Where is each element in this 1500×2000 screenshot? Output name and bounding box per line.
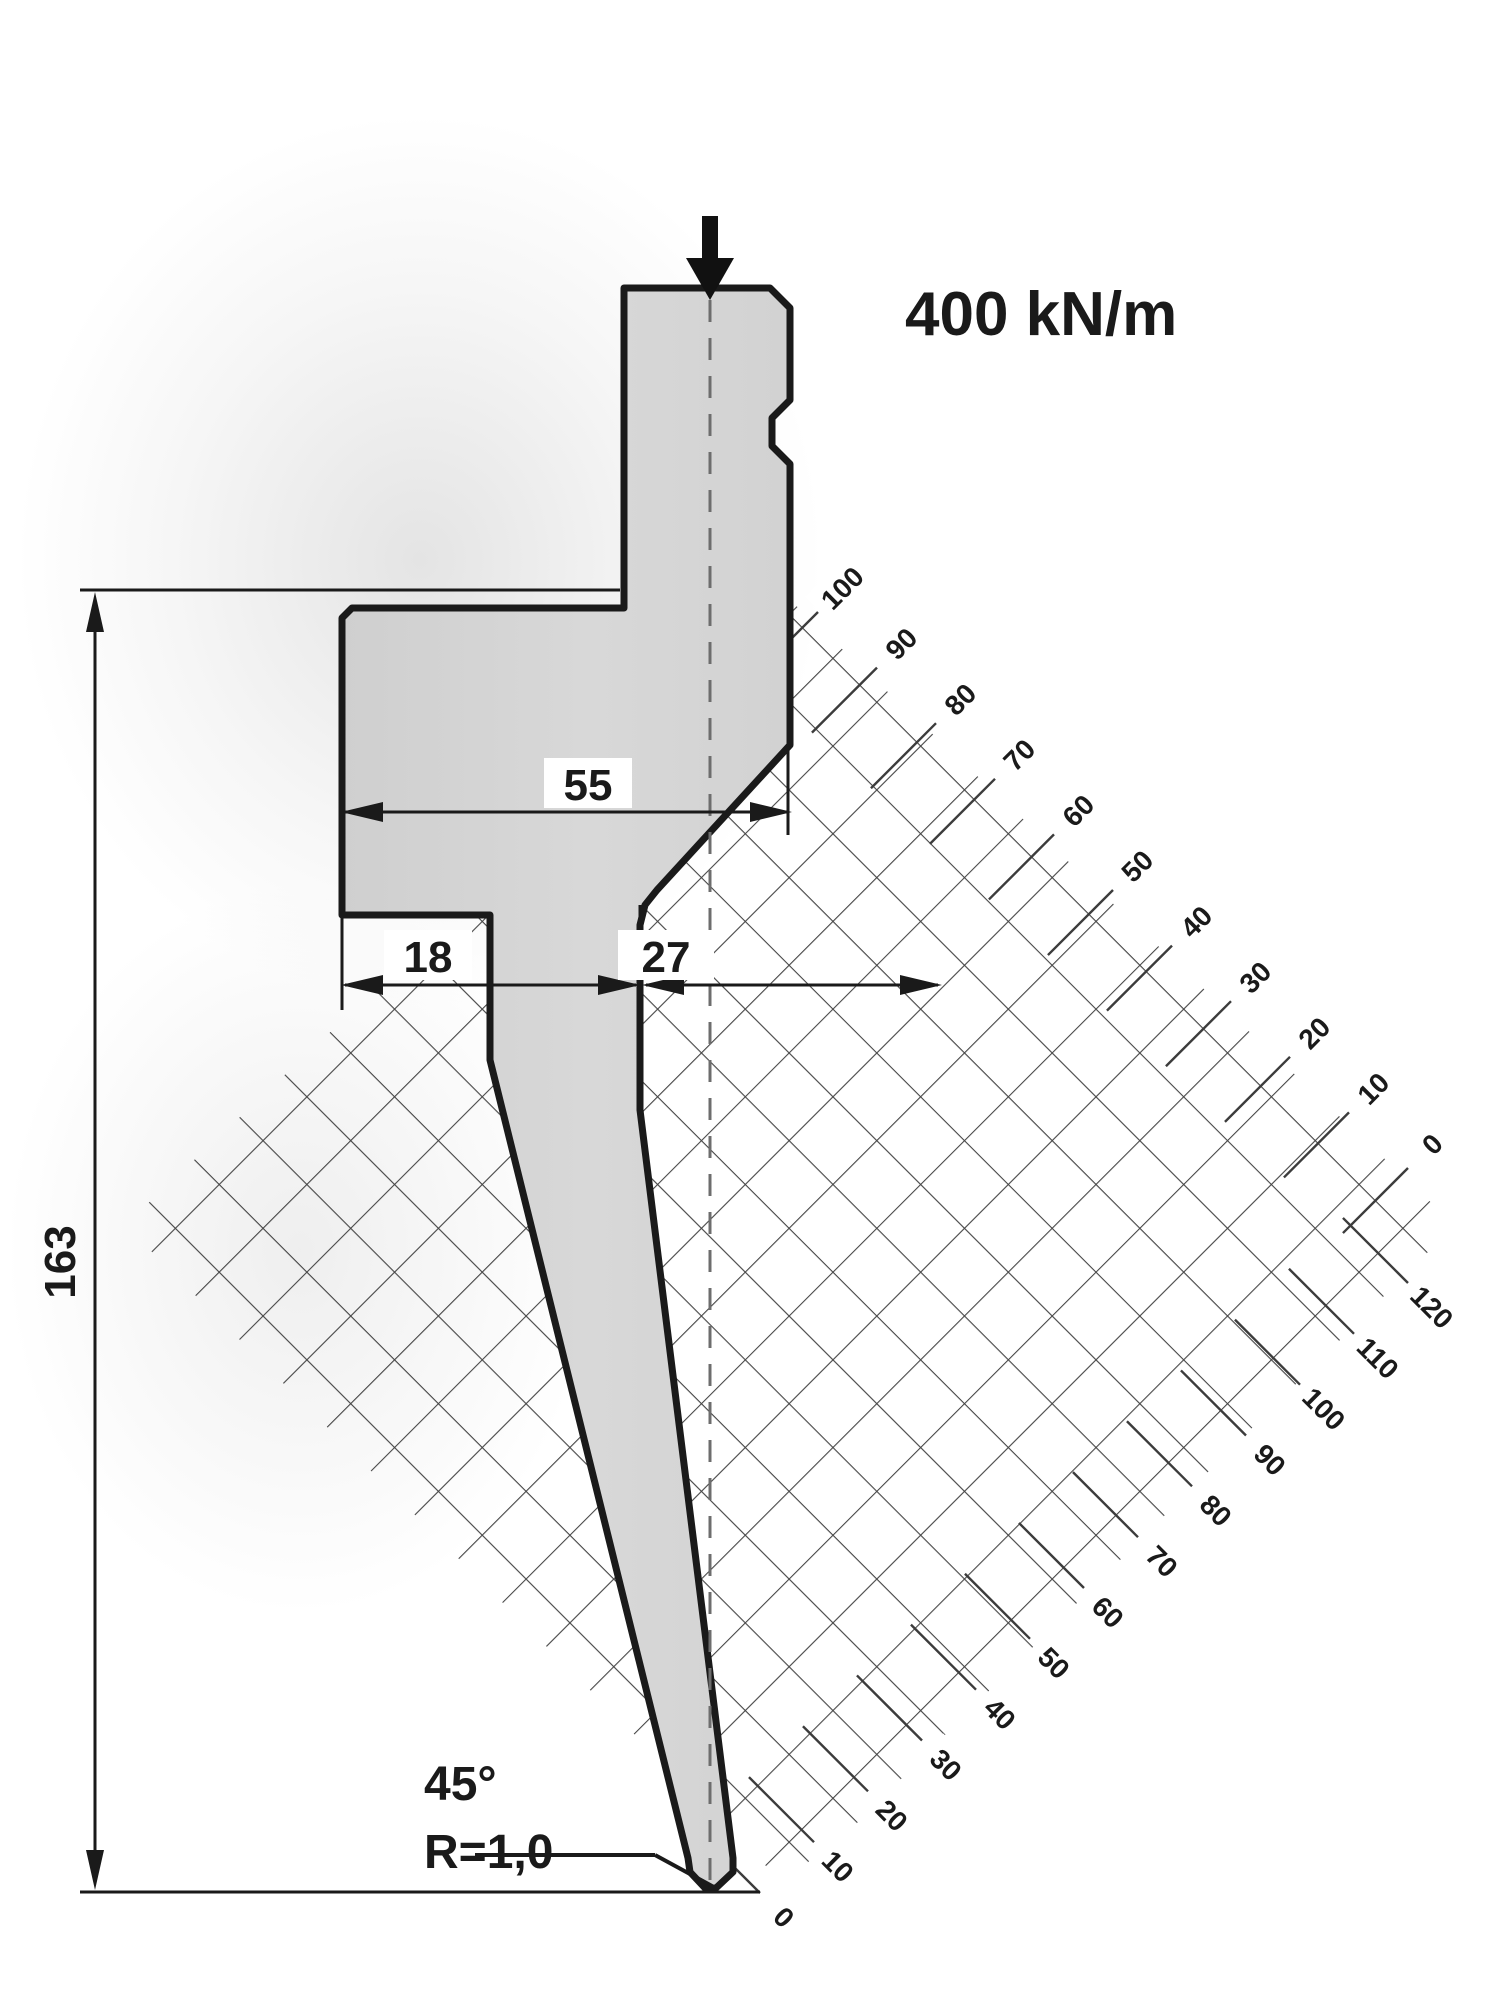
scale-lower-label-bg <box>1238 1428 1302 1491</box>
dim-27-text-bg <box>618 930 714 980</box>
scale-lower-tick <box>1072 1471 1139 1539</box>
tip-angle-label: 45° <box>424 1758 497 1811</box>
scale-lower-tick <box>1234 1318 1301 1386</box>
scale-lower-label-bg <box>758 1891 810 1943</box>
load-arrow-icon <box>686 216 734 300</box>
scale-upper-label-bg <box>1046 779 1110 842</box>
scale-lower-label-bg <box>806 1835 870 1898</box>
scale-upper-tick <box>1165 1000 1232 1068</box>
scale-upper-tick <box>988 833 1055 901</box>
scale-upper-label-bg <box>804 550 880 626</box>
scale-upper-tick <box>1342 1167 1409 1234</box>
scale-lower-tick <box>1342 1217 1409 1284</box>
scale-lower-label-bg <box>1076 1580 1140 1644</box>
dimension-width-55 <box>341 745 792 835</box>
scale-upper-tick <box>1106 944 1173 1012</box>
scale-upper-tick <box>1047 889 1114 956</box>
scale-lower-tick <box>1288 1267 1355 1335</box>
scale-upper-label-bg <box>1282 1001 1346 1064</box>
scale-upper-label-bg <box>1223 946 1287 1009</box>
dimension-height-label: 163 <box>36 1225 85 1298</box>
scale-lower-label-bg <box>968 1682 1032 1745</box>
scale-upper-tick <box>929 777 996 845</box>
dimension-offset-18 <box>340 915 640 1010</box>
scale-upper-label-bg <box>987 723 1051 786</box>
scale-upper-label-bg <box>1164 890 1228 953</box>
dimension-offset-18-label: 18 <box>404 933 453 982</box>
clearance-envelope-hatch <box>125 600 1455 1890</box>
dimension-height-163 <box>80 588 760 1894</box>
scale-lower-tick <box>964 1572 1031 1640</box>
scale-lower-tick <box>748 1776 815 1844</box>
tip-radius-leader <box>475 1853 713 1888</box>
tip-radius-label: R=1,0 <box>424 1826 553 1879</box>
scale-upper-tick <box>870 722 937 790</box>
scale-upper-label-bg <box>928 668 992 731</box>
force-label: 400 kN/m <box>905 280 1177 349</box>
scale-lower-label-bg <box>1184 1479 1248 1542</box>
dim-55-text-bg <box>544 758 632 808</box>
scale-lower-label-bg <box>860 1784 924 1847</box>
dimension-offset-27-label: 27 <box>642 933 691 982</box>
scale-lower-tick <box>856 1674 923 1742</box>
scale-lower-tick <box>1180 1369 1247 1437</box>
scale-lower-label-bg <box>1286 1371 1362 1446</box>
scale-lower-label-bg <box>1022 1631 1086 1694</box>
scale-upper-tick <box>1283 1111 1350 1179</box>
scale-lower-tick <box>1126 1420 1193 1488</box>
scale-upper-tick <box>1224 1055 1291 1123</box>
scale-lower-label-bg <box>914 1733 978 1796</box>
scale-upper-label-bg <box>1406 1118 1458 1170</box>
scale-upper-label-bg <box>1105 834 1169 898</box>
dimension-width-label: 55 <box>564 761 613 810</box>
scale-lower-label-bg <box>1340 1320 1416 1395</box>
scale-upper-label-bg <box>1341 1057 1405 1120</box>
scale-lower-label-bg <box>1394 1269 1470 1345</box>
scale-lower-label-bg <box>1130 1530 1194 1593</box>
dim-18-text-bg <box>384 930 472 980</box>
scale-upper-label-bg <box>869 612 933 675</box>
scale-lower-tick <box>802 1725 869 1793</box>
scale-lower-tick <box>1018 1522 1085 1589</box>
scale-lower-tick <box>910 1623 977 1691</box>
scale-upper-tick <box>811 666 878 734</box>
